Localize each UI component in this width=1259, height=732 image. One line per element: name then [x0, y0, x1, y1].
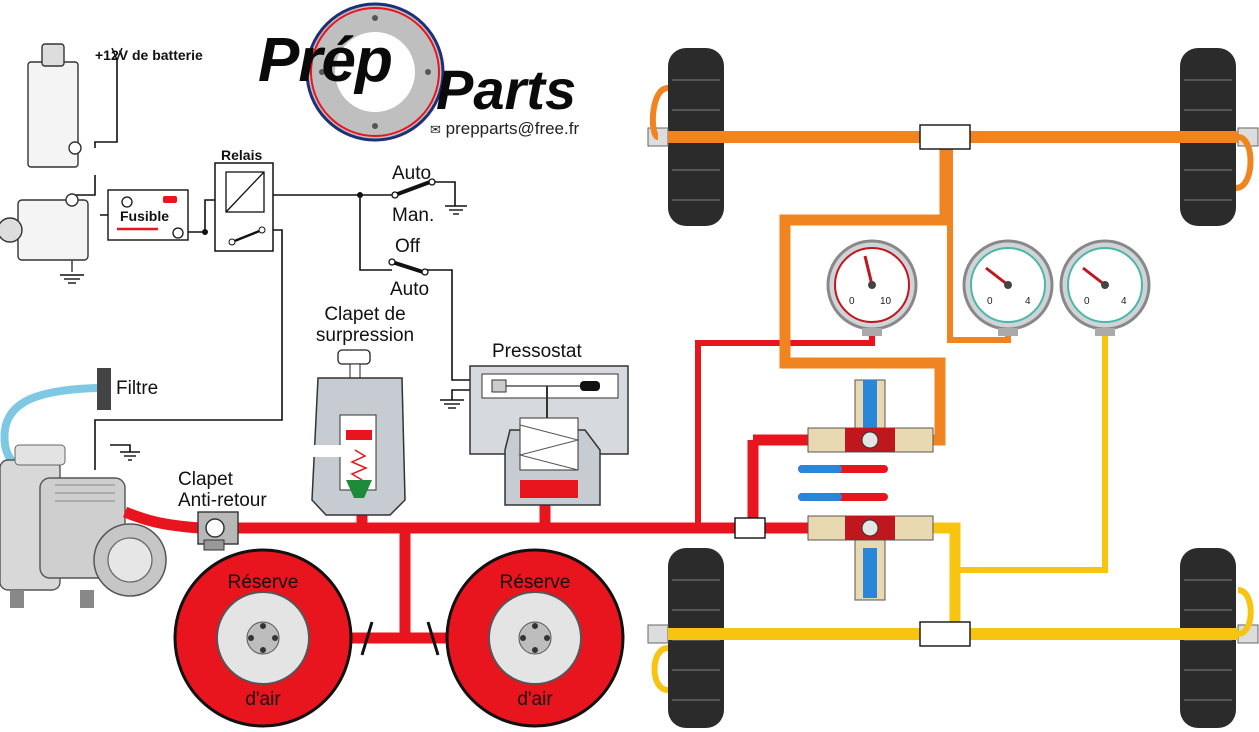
ground-icon	[445, 205, 467, 215]
ground-icon	[60, 274, 84, 284]
tank-left-bottom-label: d'air	[245, 689, 281, 710]
pressure-gauge-rear	[1059, 239, 1151, 336]
battery-label: +12V de batterie	[95, 47, 203, 63]
tank-left-top-label: Réserve	[227, 572, 299, 593]
junction-dot	[202, 229, 208, 235]
ground-icon	[120, 451, 140, 461]
check-valve-label-1: Clapet	[178, 469, 233, 490]
gauge-front-min: 0	[987, 296, 993, 307]
front-tee-fitting	[919, 124, 971, 150]
engine-alternator-icon	[0, 43, 89, 272]
logo-email: ✉ prepparts@free.fr	[430, 120, 579, 137]
pressure-gauge-main	[826, 239, 918, 336]
air-tank-right	[445, 548, 625, 728]
relief-valve-label-2: surpression	[315, 325, 415, 346]
rear-air-circuit	[920, 522, 961, 634]
logo-text-prep: Prép	[258, 26, 393, 95]
main-air-line	[122, 434, 810, 644]
pressure-switch	[469, 365, 629, 506]
tank-fittings	[360, 621, 440, 656]
gauge-rear-max: 4	[1121, 296, 1127, 307]
tank-right-bottom-label: d'air	[517, 689, 553, 710]
electrical-wiring	[71, 60, 490, 470]
check-valve-label-2: Anti-retour	[178, 490, 267, 511]
tank-right-top-label: Réserve	[499, 572, 571, 593]
inlet-tee-fitting	[734, 517, 766, 539]
switch2-bottom-label: Auto	[390, 279, 430, 300]
filter-label: Filtre	[116, 378, 159, 399]
rear-tee-fitting	[919, 621, 971, 647]
gauge-rear-min: 0	[1084, 296, 1090, 307]
logo-brake-disc-icon	[305, 2, 445, 142]
gauge-front-max: 4	[1025, 296, 1031, 307]
switch1-top-label: Auto	[392, 163, 432, 184]
front-air-circuit	[779, 137, 951, 446]
check-valve	[197, 511, 239, 551]
fuse-box	[107, 189, 189, 241]
pressure-switch-label: Pressostat	[492, 341, 582, 362]
front-axle	[647, 48, 1259, 226]
relay-label: Relais	[221, 147, 263, 163]
switch1-bottom-label: Man.	[392, 205, 435, 226]
fuse-label: Fusible	[120, 208, 170, 224]
ground-icon	[440, 399, 464, 409]
gauge-main-min: 0	[849, 296, 855, 307]
junction-dot	[357, 192, 363, 198]
off-auto-switch	[388, 258, 429, 276]
pressure-gauge-front	[962, 239, 1054, 336]
air-tank-left	[173, 548, 353, 728]
logo-text-parts: Parts	[436, 58, 577, 121]
compressor-icon	[0, 444, 167, 608]
relief-valve-label-1: Clapet de	[324, 304, 406, 325]
control-valve-block	[798, 379, 934, 601]
gauge-main-max: 10	[880, 296, 892, 307]
switch2-top-label: Off	[395, 236, 420, 257]
battery-terminal-icon	[111, 47, 123, 61]
envelope-icon: ✉	[430, 122, 441, 137]
relief-valve	[311, 349, 406, 516]
air-filter	[97, 368, 111, 410]
email-text: prepparts@free.fr	[445, 119, 580, 138]
relay-box	[214, 162, 274, 252]
auto-man-switch	[391, 178, 436, 199]
rear-gauge-line	[955, 330, 1108, 573]
